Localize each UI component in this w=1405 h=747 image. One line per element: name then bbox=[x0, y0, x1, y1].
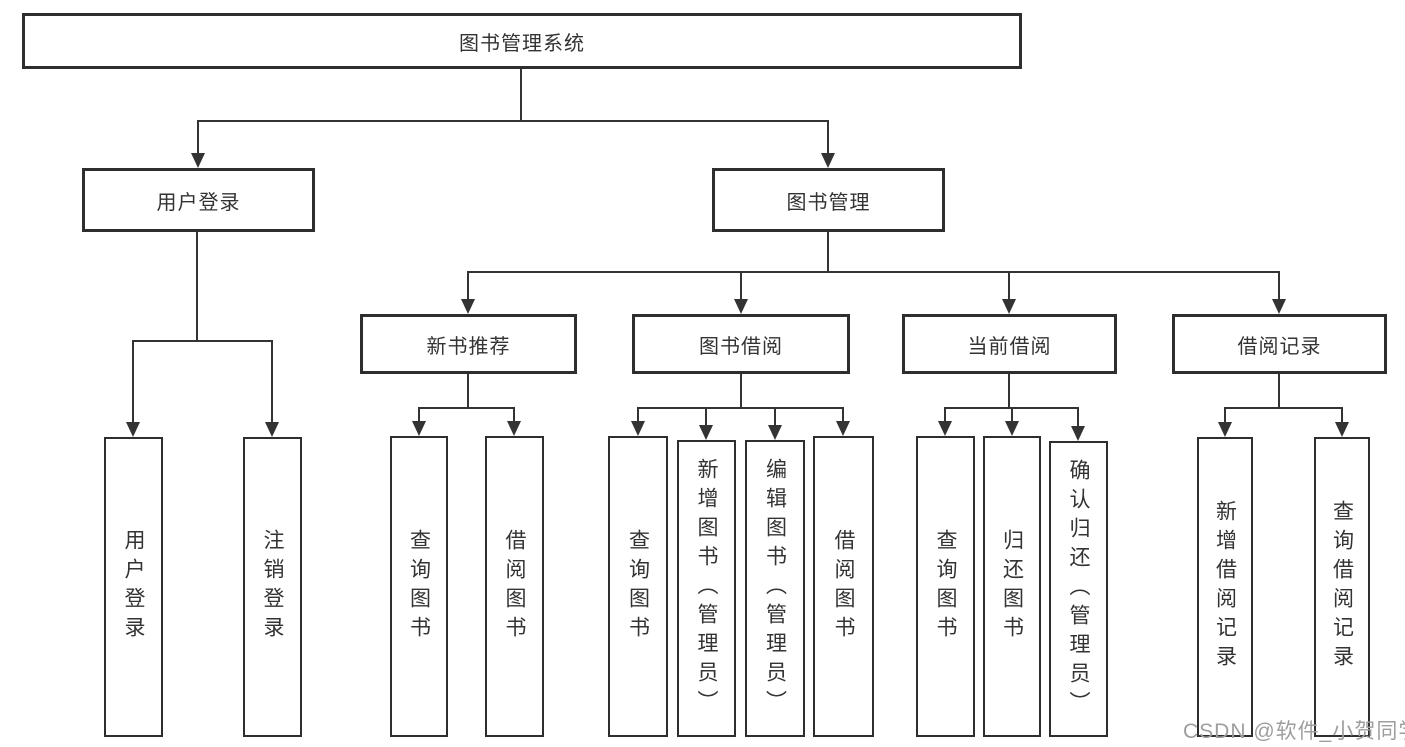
arrow-to-cb-query bbox=[938, 407, 952, 436]
leaf-cb-query-books: 查询图书 bbox=[916, 436, 975, 737]
leaf-bb-add-books-admin: 新增图书（管理员） bbox=[677, 440, 736, 737]
connector-user-login-stem bbox=[196, 232, 198, 340]
leaf-user-login-label: 用户登录 bbox=[122, 529, 145, 645]
arrow-to-user-login bbox=[191, 120, 205, 168]
node-user-login-branch-label: 用户登录 bbox=[156, 191, 241, 214]
leaf-nb-borrow-books-label: 借阅图书 bbox=[503, 528, 526, 645]
leaf-bb-add-books-admin-label: 新增图书（管理员） bbox=[695, 458, 718, 719]
node-new-book-rec-label: 新书推荐 bbox=[426, 335, 511, 358]
node-book-mgmt: 图书管理 bbox=[712, 168, 945, 232]
leaf-br-add-record: 新增借阅记录 bbox=[1197, 437, 1253, 737]
arrow-to-current-borrow bbox=[1002, 271, 1016, 314]
node-root: 图书管理系统 bbox=[22, 13, 1022, 69]
connector-book-borrow-bar bbox=[637, 407, 844, 409]
connector-book-borrow-stem bbox=[740, 374, 742, 407]
connector-borrow-records-stem bbox=[1278, 374, 1280, 407]
connector-book-mgmt-bar bbox=[467, 271, 1279, 273]
arrow-to-br-add bbox=[1218, 407, 1232, 437]
leaf-user-login: 用户登录 bbox=[104, 437, 163, 737]
arrow-to-nb-query bbox=[412, 407, 426, 436]
leaf-nb-query-books-label: 查询图书 bbox=[407, 528, 431, 645]
node-root-label: 图书管理系统 bbox=[459, 32, 585, 55]
arrow-to-new-book-rec bbox=[461, 271, 475, 314]
node-user-login-branch: 用户登录 bbox=[82, 168, 315, 232]
leaf-bb-borrow-books-label: 借阅图书 bbox=[832, 528, 855, 645]
leaf-cb-return-books: 归还图书 bbox=[983, 436, 1041, 737]
leaf-cb-confirm-return-admin: 确认归还（管理员） bbox=[1049, 441, 1108, 737]
arrow-to-bb-query bbox=[631, 407, 645, 436]
leaf-br-add-record-label: 新增借阅记录 bbox=[1213, 500, 1237, 674]
node-current-borrow-label: 当前借阅 bbox=[967, 335, 1052, 358]
leaf-cb-confirm-return-admin-label: 确认归还（管理员） bbox=[1067, 458, 1090, 720]
leaf-bb-query-books: 查询图书 bbox=[608, 436, 668, 737]
connector-current-borrow-stem bbox=[1008, 374, 1010, 407]
leaf-bb-edit-books-admin: 编辑图书（管理员） bbox=[745, 440, 805, 737]
node-borrow-records-label: 借阅记录 bbox=[1237, 335, 1322, 358]
connector-root-bar bbox=[197, 120, 829, 122]
csdn-watermark: CSDN @软件_小贺同学 bbox=[1183, 720, 1405, 743]
leaf-bb-edit-books-admin-label: 编辑图书（管理员） bbox=[763, 458, 787, 719]
arrow-to-nb-borrow bbox=[507, 407, 521, 436]
connector-borrow-records-bar bbox=[1224, 407, 1342, 409]
node-new-book-rec: 新书推荐 bbox=[360, 314, 577, 374]
node-book-borrow-label: 图书借阅 bbox=[699, 335, 783, 358]
arrow-to-bb-borrow bbox=[836, 407, 850, 436]
connector-new-book-rec-bar bbox=[418, 407, 515, 409]
arrow-to-bb-edit bbox=[768, 407, 782, 440]
node-current-borrow: 当前借阅 bbox=[902, 314, 1117, 374]
leaf-bb-borrow-books: 借阅图书 bbox=[813, 436, 874, 737]
node-book-mgmt-label: 图书管理 bbox=[786, 191, 871, 214]
leaf-br-query-record: 查询借阅记录 bbox=[1314, 437, 1370, 737]
leaf-br-query-record-label: 查询借阅记录 bbox=[1330, 500, 1354, 674]
arrow-to-cb-confirm bbox=[1071, 407, 1085, 441]
arrow-to-book-borrow bbox=[734, 271, 748, 314]
leaf-logout: 注销登录 bbox=[243, 437, 302, 737]
arrow-to-book-mgmt bbox=[821, 120, 835, 168]
node-borrow-records: 借阅记录 bbox=[1172, 314, 1387, 374]
leaf-nb-query-books: 查询图书 bbox=[390, 436, 448, 737]
leaf-logout-label: 注销登录 bbox=[261, 529, 284, 645]
arrow-to-leaf-user-login bbox=[126, 340, 140, 437]
arrow-to-bb-add bbox=[699, 407, 713, 440]
connector-user-login-bar bbox=[133, 340, 272, 342]
connector-book-mgmt-stem bbox=[827, 232, 829, 271]
connector-new-book-rec-stem bbox=[467, 374, 469, 407]
leaf-cb-query-books-label: 查询图书 bbox=[934, 528, 957, 645]
connector-root-stem bbox=[520, 69, 522, 120]
arrow-to-cb-return bbox=[1005, 407, 1019, 436]
arrow-to-borrow-records bbox=[1272, 271, 1286, 314]
node-book-borrow: 图书借阅 bbox=[632, 314, 850, 374]
leaf-bb-query-books-label: 查询图书 bbox=[626, 528, 650, 645]
leaf-cb-return-books-label: 归还图书 bbox=[1000, 528, 1024, 645]
arrow-to-br-query bbox=[1335, 407, 1349, 437]
arrow-to-leaf-logout bbox=[265, 340, 279, 437]
leaf-nb-borrow-books: 借阅图书 bbox=[485, 436, 544, 737]
